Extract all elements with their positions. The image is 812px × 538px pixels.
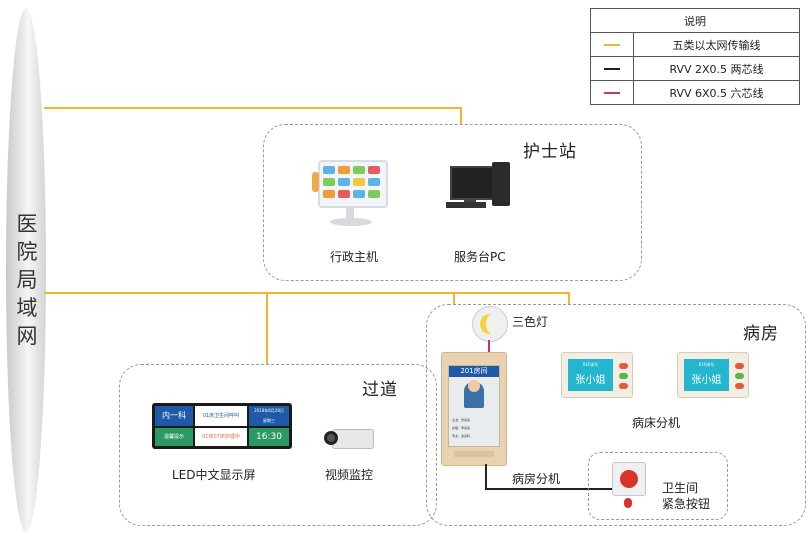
six-core-line [488,340,490,352]
led-date: 2018年8月28日 [254,408,284,413]
room-unit-icon: 201房间 主治：张某某 护理：李某某 专业：某某科 [441,352,507,466]
legend-swatch-ethernet [604,44,620,46]
room-unit-label: 病房分机 [512,472,561,486]
ward-title: 病房 [743,324,779,344]
ethernet-drop-corridor [266,292,268,364]
corridor-region [119,364,437,526]
hospital-lan-label: 医院局域网 [16,212,38,348]
led-weekday: 星期三 [263,418,275,423]
room-note: 专业：某某科 [452,434,471,438]
bed-unit-label: 病床分机 [632,416,681,430]
ethernet-line-mid [44,292,570,294]
bathroom-region [588,452,728,520]
led-time: 16:30 [249,428,289,446]
led-row2: 01床07床护理中 [195,428,247,446]
bed2-label: 01F床号 [698,362,715,367]
ethernet-line-top [44,107,462,109]
bathroom-label-1: 卫生间 [662,481,699,495]
ethernet-drop-ward-1 [453,292,455,304]
two-core-line-h [485,488,612,490]
bed-unit-2-icon: 01F床号 张小姐 [677,352,749,398]
bathroom-label-2: 紧急按钮 [662,497,711,511]
legend: 说明 五类以太网传输线 RVV 2X0.5 两芯线 RVV 6X0.5 六芯线 [590,8,800,105]
nurse-station-region [263,124,642,281]
led-screen-icon: 内一科 01床卫生间呼叫 2018年8月28日 星期三 温馨提示 01床07床护… [152,403,292,449]
legend-swatch-2core [604,68,620,70]
led-screen-label: LED中文显示屏 [172,468,256,482]
legend-title: 说明 [590,8,800,33]
room-doctor: 主治：张某某 [452,418,471,422]
admin-host-icon [312,160,394,230]
legend-ethernet: 五类以太网传输线 [633,32,800,57]
camera-label: 视频监控 [325,468,374,482]
legend-6core: RVV 6X0.5 六芯线 [633,80,800,105]
bed2-name: 张小姐 [691,375,722,386]
camera-icon [322,425,374,453]
ethernet-drop-nurse [460,107,462,125]
corridor-title: 过道 [362,380,398,400]
tri-light-label: 三色灯 [512,315,549,329]
bed1-label: 01F床号 [582,362,599,367]
ethernet-drop-ward-2 [568,292,570,304]
two-core-line-v [485,464,487,490]
service-pc-label: 服务台PC [454,250,506,264]
tri-light-icon [472,306,508,342]
legend-2core: RVV 2X0.5 两芯线 [633,56,800,81]
room-nurse: 护理：李某某 [452,426,471,430]
ward-region [426,304,806,526]
led-badge: 温馨提示 [155,428,193,446]
legend-swatch-6core [604,92,620,94]
emergency-button-icon [612,462,646,496]
pull-cord-icon [624,498,632,508]
bed-unit-1-icon: 01F床号 张小姐 [561,352,633,398]
led-row1: 01床卫生间呼叫 [195,406,247,426]
hospital-lan-pillar [6,8,46,532]
service-pc-icon [442,160,514,212]
admin-host-label: 行政主机 [330,250,379,264]
bed1-name: 张小姐 [575,375,606,386]
room-number: 201房间 [449,366,499,377]
nurse-station-title: 护士站 [523,142,577,162]
led-dept: 内一科 [155,406,193,426]
